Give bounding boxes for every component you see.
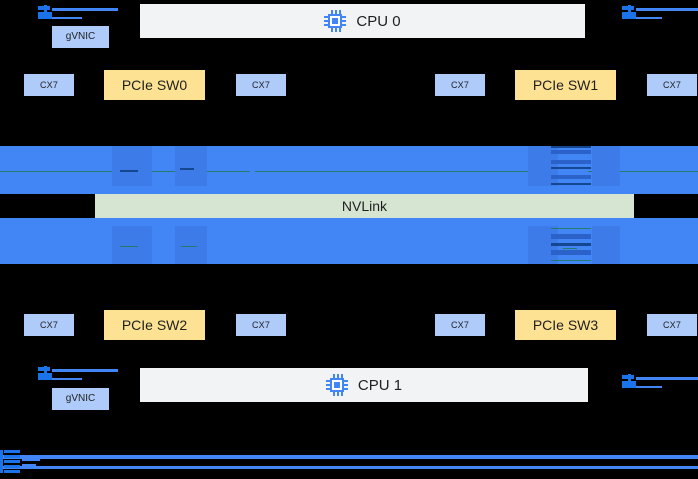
cpu-chip-icon bbox=[325, 374, 348, 396]
pcie-sw1-box[interactable]: PCIe SW1 bbox=[515, 70, 616, 100]
gpu-band-top bbox=[0, 146, 698, 186]
gvnic-label-text: gVNIC bbox=[65, 393, 96, 404]
pcie-sw0-box[interactable]: PCIe SW0 bbox=[104, 70, 205, 100]
pcie-sw2-label: PCIe SW2 bbox=[121, 317, 188, 333]
cx7-label: CX7 bbox=[251, 79, 271, 90]
gvnic-label-text: gVNIC bbox=[65, 31, 96, 42]
cx7-label: CX7 bbox=[662, 319, 682, 330]
cpu-1-box[interactable]: CPU 1 bbox=[140, 368, 588, 402]
cx7-label: CX7 bbox=[251, 319, 271, 330]
cx7-box-1[interactable]: CX7 bbox=[236, 74, 286, 96]
cx7-label: CX7 bbox=[39, 319, 59, 330]
gvnic-label-top-left[interactable]: gVNIC bbox=[52, 26, 109, 48]
nvlink-label: NVLink bbox=[341, 198, 388, 214]
nvlink-bar[interactable]: NVLink bbox=[95, 194, 634, 218]
cx7-box-4[interactable]: CX7 bbox=[24, 314, 74, 336]
gvnic-connector-icon-bottom-right bbox=[622, 374, 698, 390]
cpu-1-label: CPU 1 bbox=[357, 376, 403, 394]
cx7-box-7[interactable]: CX7 bbox=[647, 314, 697, 336]
cx7-label: CX7 bbox=[662, 79, 682, 90]
pcie-sw3-label: PCIe SW3 bbox=[532, 317, 599, 333]
cx7-box-6[interactable]: CX7 bbox=[435, 314, 485, 336]
pcie-sw0-label: PCIe SW0 bbox=[121, 77, 188, 93]
gpu-band-upper-mid bbox=[0, 186, 698, 194]
cx7-box-3[interactable]: CX7 bbox=[647, 74, 697, 96]
cx7-box-2[interactable]: CX7 bbox=[435, 74, 485, 96]
gvnic-label-bottom-left[interactable]: gVNIC bbox=[52, 388, 109, 410]
network-switch-icon bbox=[0, 450, 40, 476]
cx7-label: CX7 bbox=[450, 79, 470, 90]
gvnic-connector-icon-bottom-left bbox=[38, 366, 118, 382]
gpu-band-lower-mid bbox=[0, 218, 698, 226]
cx7-label: CX7 bbox=[450, 319, 470, 330]
cpu-chip-icon bbox=[324, 10, 347, 32]
gpu-band-bottom bbox=[0, 226, 698, 264]
cx7-box-0[interactable]: CX7 bbox=[24, 74, 74, 96]
cx7-box-5[interactable]: CX7 bbox=[236, 314, 286, 336]
cpu-0-box[interactable]: CPU 0 bbox=[140, 4, 585, 38]
pcie-sw3-box[interactable]: PCIe SW3 bbox=[515, 310, 616, 340]
bottom-network-rail-secondary bbox=[0, 466, 698, 469]
cx7-label: CX7 bbox=[39, 79, 59, 90]
pcie-sw2-box[interactable]: PCIe SW2 bbox=[104, 310, 205, 340]
bottom-network-rail bbox=[0, 455, 698, 459]
pcie-sw1-label: PCIe SW1 bbox=[532, 77, 599, 93]
gvnic-connector-icon-left bbox=[38, 5, 118, 21]
cpu-0-label: CPU 0 bbox=[356, 12, 401, 30]
gvnic-connector-icon-top-right bbox=[622, 5, 698, 21]
